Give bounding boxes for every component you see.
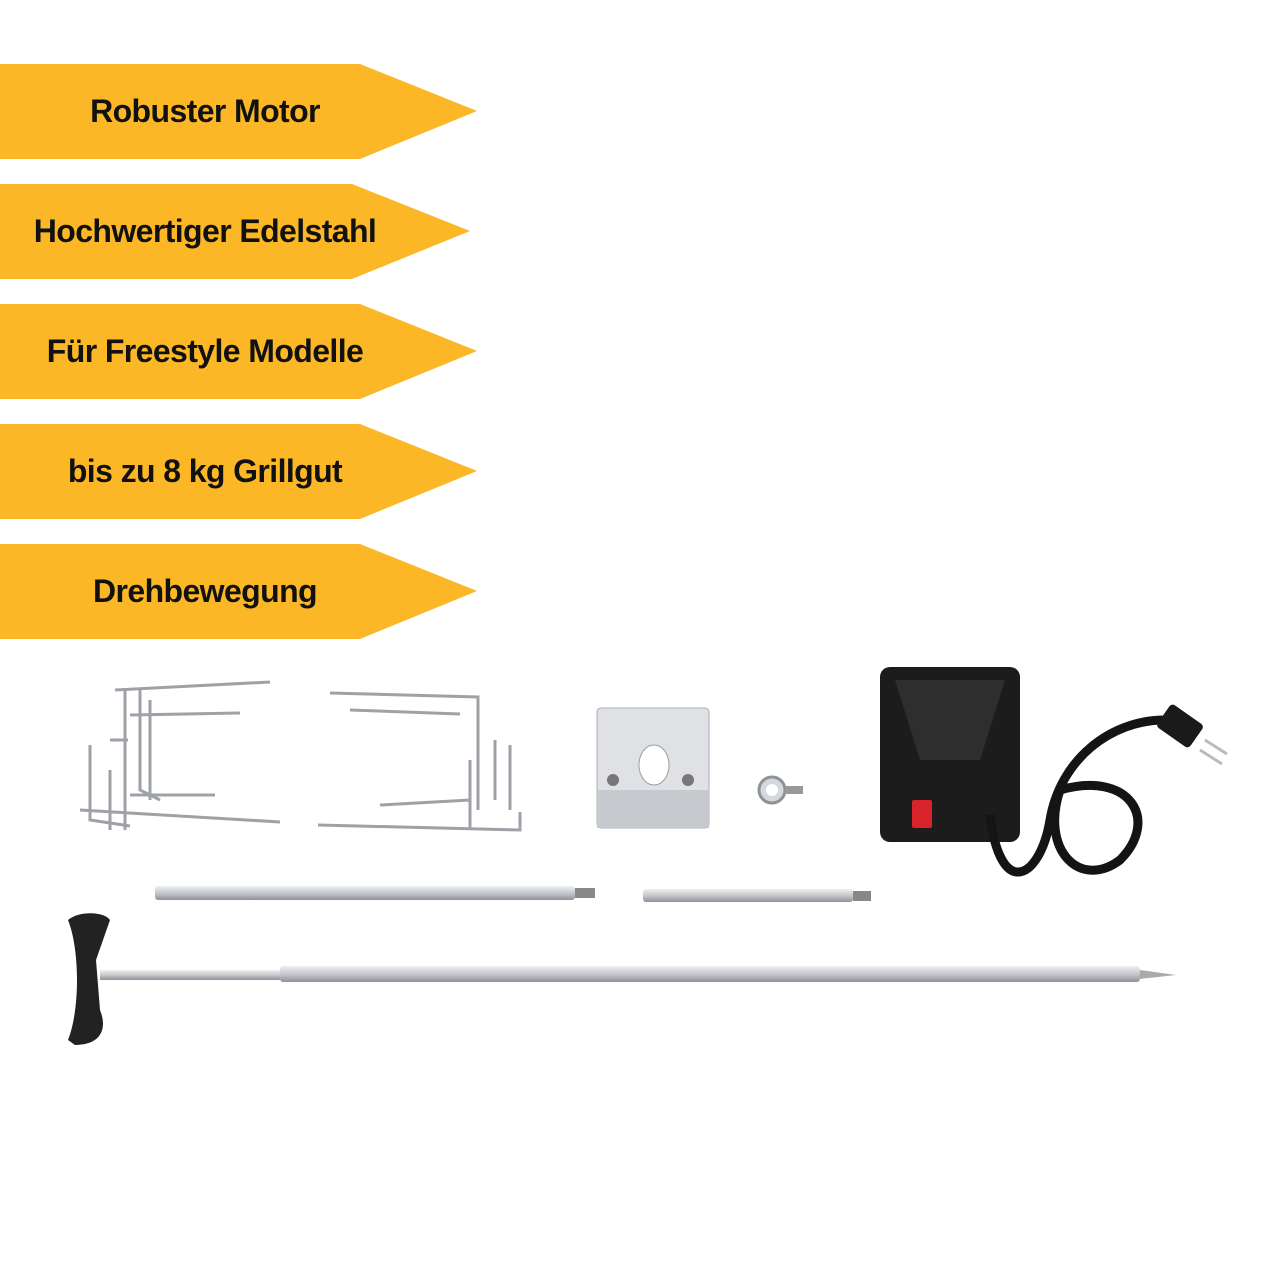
- arrow-banner-shape: [0, 304, 477, 399]
- feature-label: Robuster Motor: [90, 93, 320, 129]
- arrow-banner-shape: [0, 64, 477, 159]
- rod-thread: [575, 888, 595, 898]
- spit-rod-segment-1: [155, 886, 575, 900]
- arrow-banner-shape: [0, 544, 477, 639]
- mounting-bracket: [596, 707, 710, 829]
- feature-banner-3: Für Freestyle Modelle: [0, 304, 478, 399]
- power-switch-icon: [912, 800, 932, 828]
- arrow-banner-shape: [0, 184, 470, 279]
- feature-banner-4: bis zu 8 kg Grillgut: [0, 424, 478, 519]
- spit-rod-segment-2: [643, 889, 853, 902]
- main-spit-rod: [68, 913, 1176, 1045]
- feature-banner-1: Robuster Motor: [0, 64, 478, 159]
- rotisserie-kit-image: [68, 667, 1228, 1045]
- feature-banner-2: Hochwertiger Edelstahl: [0, 184, 478, 279]
- spit-handle-icon: [68, 913, 110, 1045]
- feature-label: Hochwertiger Edelstahl: [33, 213, 377, 249]
- spit-collar: [757, 775, 803, 805]
- rod-thread: [853, 891, 871, 901]
- arrow-banner-shape: [0, 424, 477, 519]
- meat-fork-left: [79, 680, 281, 830]
- meat-fork-right: [317, 691, 522, 832]
- feature-banner-5: Drehbewegung: [0, 544, 478, 639]
- feature-label: Für Freestyle Modelle: [46, 333, 364, 369]
- rotisserie-motor: [880, 667, 1228, 877]
- feature-label: Drehbewegung: [93, 573, 318, 609]
- feature-label: bis zu 8 kg Grillgut: [67, 453, 343, 489]
